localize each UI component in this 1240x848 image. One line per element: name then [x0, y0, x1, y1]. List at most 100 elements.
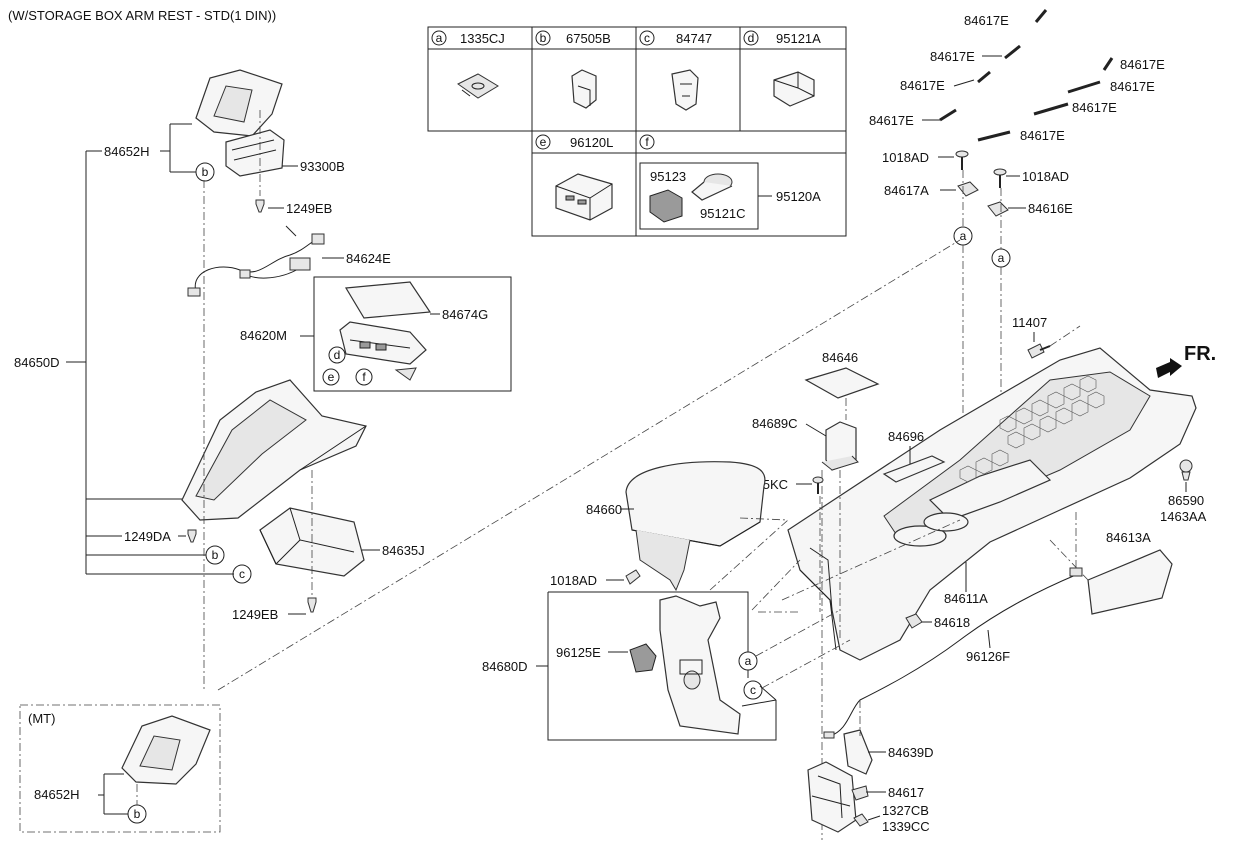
- cell-a-code: 1335CJ: [460, 31, 505, 46]
- fastener-86590: [1179, 459, 1193, 481]
- callout-a-1: a: [960, 229, 967, 243]
- label-84616E: 84616E: [1028, 201, 1073, 216]
- cell-c-code: 84747: [676, 31, 712, 46]
- clip-84617A: [957, 181, 979, 197]
- label-1249EB-b: 1249EB: [232, 607, 278, 622]
- label-84617E-8: 84617E: [1020, 128, 1065, 143]
- switch-part: [225, 129, 285, 177]
- label-84680D: 84680D: [482, 659, 528, 674]
- panel-84620M: [339, 321, 427, 381]
- rear-panel-84680D: [659, 595, 741, 735]
- console-main-part: [787, 347, 1197, 661]
- label-84674G: 84674G: [442, 307, 488, 322]
- clip-bracket-icon: [671, 69, 699, 111]
- strip-84696: [882, 455, 946, 483]
- label-96125E: 96125E: [556, 645, 601, 660]
- label-84617E-6: 84617E: [1072, 100, 1117, 115]
- direction-arrow-icon: [1156, 358, 1182, 378]
- label-84611A: 84611A: [944, 591, 988, 606]
- label-84618: 84618: [934, 615, 970, 630]
- label-1018AD-c: 1018AD: [550, 573, 597, 588]
- label-84617E-2: 84617E: [930, 49, 975, 64]
- cap-icon: [773, 71, 815, 107]
- callout-e-1: e: [328, 370, 335, 384]
- label-84613A: 84613A: [1106, 530, 1151, 545]
- callout-b-1: b: [202, 165, 209, 179]
- mt-box: [19, 704, 221, 833]
- cell-c-letter: c: [644, 31, 650, 45]
- callout-b-2: b: [212, 548, 219, 562]
- label-84617E-1: 84617E: [964, 13, 1009, 28]
- label-1249EB-a: 1249EB: [286, 201, 332, 216]
- clip-84616E: [987, 201, 1009, 217]
- pad-84674G: [344, 281, 432, 319]
- f-sub-95120A: 95120A: [776, 189, 821, 204]
- callout-a-2: a: [998, 251, 1005, 265]
- f-sub-95121C: 95121C: [700, 206, 746, 221]
- label-84617E-4: 84617E: [1120, 57, 1165, 72]
- label-96126F: 96126F: [966, 649, 1010, 664]
- callout-a-3: a: [745, 654, 752, 668]
- honeycomb-pattern: [959, 375, 1105, 483]
- label-84660: 84660: [586, 502, 622, 517]
- power-outlet-icon: [649, 173, 733, 223]
- panel-84613A: [1087, 549, 1173, 615]
- parts-table: a 1335CJ b 67505B c 84747 d 95121A e 961…: [427, 26, 847, 237]
- f-sub-95123: 95123: [650, 169, 686, 184]
- label-84617E-7: 84617E: [869, 113, 914, 128]
- label-84624E: 84624E: [346, 251, 391, 266]
- label-86590: 86590: [1168, 493, 1204, 508]
- label-11407: 11407: [1012, 315, 1047, 330]
- label-84696: 84696: [888, 429, 924, 444]
- callout-f-1: f: [362, 370, 366, 384]
- label-1249DA: 1249DA: [124, 529, 171, 544]
- bolt-1018AD-a: [955, 150, 969, 170]
- bolt-1125KC: [812, 476, 824, 494]
- screw-1249EB-b: [307, 597, 317, 613]
- label-84652H: 84652H: [104, 144, 150, 159]
- label-84620M: 84620M: [240, 328, 287, 343]
- bracket-84639D: [843, 729, 873, 775]
- label-84652H-mt: 84652H: [34, 787, 80, 802]
- cell-b-letter: b: [540, 31, 547, 45]
- screw-1249EB-a: [255, 199, 265, 213]
- cell-b-code: 67505B: [566, 31, 611, 46]
- wiring-harness-part: [187, 225, 325, 297]
- retainer-icon: [571, 69, 597, 109]
- label-84617A: 84617A: [884, 183, 929, 198]
- label-93300B: 93300B: [300, 159, 345, 174]
- usb-port-96125E: [629, 643, 657, 673]
- bolt-1018AD-c: [625, 569, 641, 585]
- callout-c-2: c: [750, 683, 756, 697]
- label-1463AA: 1463AA: [1160, 509, 1207, 524]
- label-84650D: 84650D: [14, 355, 60, 370]
- mt-label: (MT): [28, 711, 55, 726]
- left-bracket-lines: [66, 123, 234, 575]
- label-1339CC: 1339CC: [882, 819, 930, 834]
- label-1018AD-a: 1018AD: [882, 150, 929, 165]
- label-84689C: 84689C: [752, 416, 798, 431]
- bracket-84617: [807, 761, 869, 833]
- bracket-84689C: [821, 421, 859, 471]
- console-upper-part: [181, 379, 367, 521]
- label-84617: 84617: [888, 785, 924, 800]
- cell-f-letter: f: [645, 135, 649, 149]
- label-1327CB: 1327CB: [882, 803, 929, 818]
- clip-icon: [457, 73, 499, 99]
- label-84646: 84646: [822, 350, 858, 365]
- callout-d-1: d: [334, 348, 341, 362]
- cell-d-code: 95121A: [776, 31, 821, 46]
- cable-96126F: [823, 567, 1083, 739]
- diagram-title: (W/STORAGE BOX ARM REST - STD(1 DIN)): [8, 8, 276, 23]
- cell-a-letter: a: [436, 31, 443, 45]
- usb-jack-icon: [555, 173, 613, 221]
- callout-b-3: b: [134, 807, 141, 821]
- cell-d-letter: d: [748, 31, 755, 45]
- sub-assembly-box-84620M: [313, 276, 512, 392]
- armrest-84660: [625, 461, 766, 592]
- nut-1327CB: [853, 813, 869, 827]
- cell-e-code: 96120L: [570, 135, 613, 150]
- callout-c-1: c: [239, 567, 245, 581]
